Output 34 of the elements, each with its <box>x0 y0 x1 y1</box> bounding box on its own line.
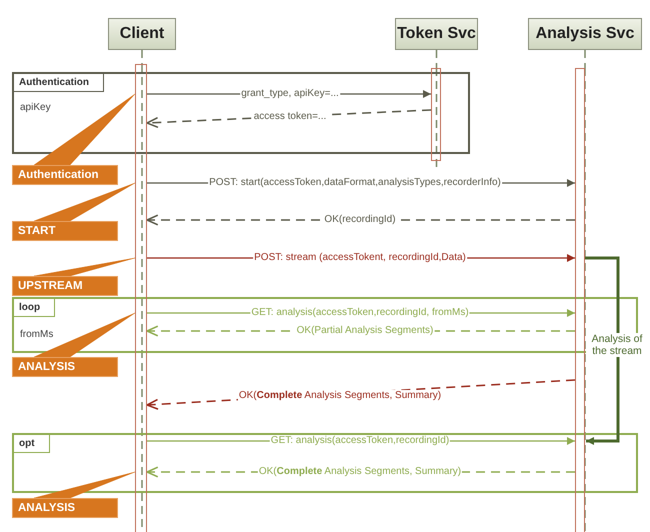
message-label: POST: start(accessToken,dataFormat,analysisTypes,recorderInfo) <box>208 177 502 189</box>
fragment-label: Authentication <box>14 74 104 92</box>
callout-box: ANALYSIS <box>12 498 118 518</box>
lifeline <box>436 50 438 68</box>
lifeline-header: Client <box>108 18 176 50</box>
activation-bar <box>575 68 585 532</box>
lifeline-header: Analysis Svc <box>528 18 642 50</box>
lifeline-header: Token Svc <box>395 18 478 50</box>
lifeline <box>141 50 143 64</box>
message-label: OK(recordingId) <box>323 214 397 226</box>
callout-pointer <box>34 472 136 498</box>
callout-box: ANALYSIS <box>12 357 118 377</box>
callout-pointer <box>34 94 136 166</box>
message-label: GET: analysis(accessToken,recordingId, fromMs) <box>250 307 470 319</box>
message-label: GET: analysis(accessToken,recordingId) <box>270 435 450 447</box>
message-label: grant_type, apiKey=... <box>240 88 340 100</box>
callout-pointer <box>34 258 136 276</box>
callout-box: START <box>12 221 118 241</box>
callout-box: UPSTREAM <box>12 276 118 296</box>
message-label: POST: stream (accessTokent, recordingId,Data) <box>253 252 467 264</box>
guard-text: fromMs <box>20 329 54 340</box>
callout-pointer <box>34 182 136 222</box>
message-label: OK(Partial Analysis Segments) <box>296 325 434 337</box>
callout-box: Authentication <box>12 165 118 185</box>
activation-bar <box>431 68 441 161</box>
activation-bar <box>135 64 147 532</box>
message-label: OK(Complete Analysis Segments, Summary) <box>258 466 462 478</box>
fragment-label: loop <box>14 299 56 317</box>
lifeline <box>584 50 586 68</box>
message-label: OK(Complete Analysis Segments, Summary) <box>238 390 442 402</box>
guard-text: apiKey <box>20 102 51 113</box>
self-message-arrow <box>585 256 620 445</box>
fragment-label: opt <box>14 435 50 453</box>
callout-pointer <box>34 312 136 358</box>
